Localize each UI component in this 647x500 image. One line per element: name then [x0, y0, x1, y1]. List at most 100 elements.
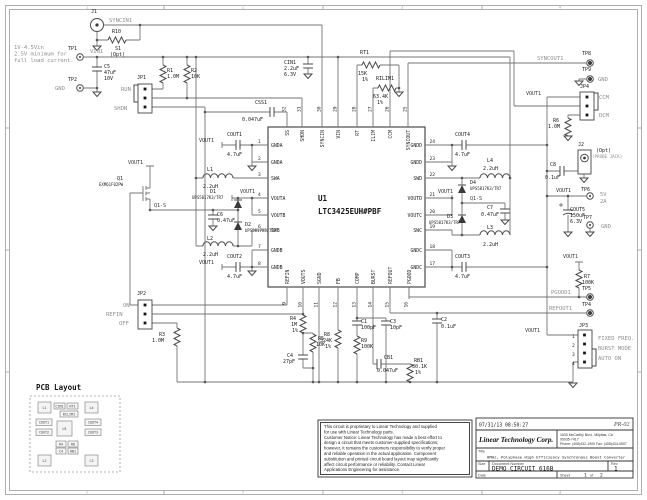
label-components-r9-value: 100K — [361, 344, 373, 350]
label-titleblock-of: of — [590, 474, 594, 478]
junction-dot — [236, 196, 240, 200]
label-components-r4-ref: R4 — [290, 316, 296, 322]
label-components-r4-v2: 1% — [292, 328, 298, 334]
junction-dot — [460, 176, 464, 180]
junction-dot — [250, 196, 254, 200]
label-pcb-parts-14: L2 — [42, 459, 46, 463]
label-components-cout2-ref: COUT2 — [227, 254, 242, 260]
inductor-l2-icon — [202, 241, 234, 247]
label-notice-lines-8: Applications Engineering for assistance. — [324, 467, 400, 472]
label-pcb-parts-5: COUT1 — [39, 421, 49, 425]
label-pcb-parts-15: L3 — [89, 459, 93, 463]
label-components-l1-value: 2.2uH — [203, 184, 218, 190]
label-u1-pins_right-5-name: SWC — [413, 228, 422, 234]
label-u1-pins_bottom-6-n: 15 — [385, 302, 391, 308]
label-components-j2-desc: (PROBE JACK) — [592, 154, 622, 159]
label-testpoints-tp6-l1: 5V — [600, 192, 607, 198]
ic-u1-body — [267, 126, 426, 288]
pcb-part-l3 — [84, 454, 99, 467]
label-pcb-parts-9: COUT3 — [88, 431, 98, 435]
label-testpoints-tp6-ref: TP6 — [581, 187, 590, 193]
label-components-d3-ref: D3 — [447, 214, 453, 220]
label-components-cout5-v2: 6.3V — [570, 219, 582, 225]
label-components-r6-value: 1.0M — [548, 124, 560, 130]
label-pcb-parts-1: CIN1 — [55, 405, 63, 409]
label-u1-pins_bottom-0-name: REFIN — [285, 269, 291, 284]
capacitor-cin1-icon — [302, 63, 314, 69]
label-components-r1-ref: R1 — [167, 68, 173, 74]
jumper-jp4 — [579, 91, 599, 121]
resistor-rt1-icon — [361, 61, 381, 69]
label-components-rilim1-v2: 1% — [377, 100, 383, 106]
label-zones-cols-3: 4 — [559, 490, 562, 496]
label-u1-pins_right-3-name: VOUTD — [408, 196, 423, 202]
label-u1-pins_top-5-name: ILIM — [371, 130, 377, 142]
label-u1-pins_left-4-n: 5 — [258, 209, 261, 215]
testpoint-tp6-icon — [586, 192, 594, 200]
capacitor-c7-icon — [499, 208, 511, 214]
junction-dot — [435, 311, 439, 315]
notice-box — [317, 419, 473, 478]
label-components-r5-ref: R5 — [318, 336, 324, 342]
label-testpoints-tp4-net: REFOUT1 — [549, 306, 572, 312]
testpoint-tp4-icon — [586, 309, 594, 317]
label-zones-cols-0: 1 — [86, 5, 89, 11]
label-u1-pins_bottom-1-n: 10 — [298, 302, 304, 308]
label-pcb-parts-4: RILIM1 — [63, 413, 75, 417]
label-components-cin1-v1: 2.2uF — [284, 66, 299, 72]
label-components-jp2-pos2: REFIN — [106, 312, 123, 318]
testpoint-tp2-icon — [76, 84, 84, 92]
label-u1-pins_right-4-name: VOUTC — [408, 213, 423, 219]
junction-dot — [306, 55, 310, 59]
label-components-jp4-ref: JP4 — [580, 84, 589, 90]
label-u1-pins_bottom-6-name: REFOUT — [388, 267, 394, 284]
label-u1-pins_top-6-n: 26 — [385, 106, 391, 112]
label-components-l1-ref: L1 — [207, 167, 213, 173]
label-u1-pins_left-6-n: 7 — [258, 244, 261, 250]
label-u1-ref: U1 — [318, 194, 328, 203]
pcb-part-cin1 — [53, 402, 66, 410]
label-pcb-parts-10: R4 — [59, 443, 63, 447]
label-u1-pins_right-1-n: 23 — [429, 156, 435, 162]
capacitor-cout4-icon — [461, 139, 467, 151]
label-components-r6-ref: R6 — [553, 118, 559, 124]
label-u1-pins_left-4-name: VOUTB — [271, 213, 286, 219]
label-components-rt1-ref: RT1 — [360, 50, 369, 56]
label-components-cb1-ref: CB1 — [384, 355, 393, 361]
label-components-d1-ref: D1 — [210, 189, 216, 195]
junction-dot — [203, 110, 207, 114]
label-components-c5-v2: 10V — [104, 76, 113, 82]
label-u1-pins_left-7-n: 8 — [258, 261, 261, 267]
pcb-layout-inset — [29, 395, 121, 473]
label-components-d2-ref: D2 — [245, 222, 251, 228]
label-components-cb1-value: 0.047uF — [377, 368, 398, 374]
testpoint-tp1-icon — [76, 53, 84, 61]
label-u1-pins_top-6-name: CCM — [388, 130, 394, 139]
label-components-rilim1-v1: 63.4K — [373, 94, 388, 100]
label-titleblock-addr1: 1630 McCarthy Blvd., Milpitas, CA — [560, 433, 614, 437]
label-components-jp3-p1: 1 — [572, 334, 575, 340]
label-components-cout1-ref: COUT1 — [227, 132, 242, 138]
label-components-r7-ref: R7 — [584, 274, 590, 280]
label-components-d4-part: UPS5817K3/TR7 — [470, 186, 502, 191]
resistor-r6-icon — [564, 117, 572, 137]
label-testpoints-tp6-l2: 2A — [600, 199, 607, 205]
label-components-l4-value: 2.2uH — [483, 166, 498, 172]
junction-dot — [545, 265, 549, 269]
junction-dot — [450, 143, 454, 147]
label-components-c7-ref: C7 — [487, 205, 493, 211]
label-components-r1-value: 1.0M — [167, 74, 179, 80]
label-testpoints-tp5-net: PGOOD1 — [551, 290, 571, 296]
label-components-cin1-ref: CIN1 — [284, 60, 296, 66]
label-u1-pins_bottom-0-n: 9 — [282, 302, 288, 305]
label-u1-pins_left-0-name: GNDA — [271, 143, 283, 149]
label-note-l3: full load current. — [14, 58, 74, 64]
label-components-cout2-value: 4.7uF — [227, 274, 242, 280]
junction-dot — [95, 55, 99, 59]
label-u1-pins_top-1-name: SHDN — [300, 130, 306, 142]
label-pcb-title: PCB Layout — [36, 383, 81, 392]
junction-dot — [384, 380, 388, 384]
label-u1-pins_top-2-n: 30 — [317, 106, 323, 112]
resistor-rilim1-icon — [377, 84, 397, 92]
